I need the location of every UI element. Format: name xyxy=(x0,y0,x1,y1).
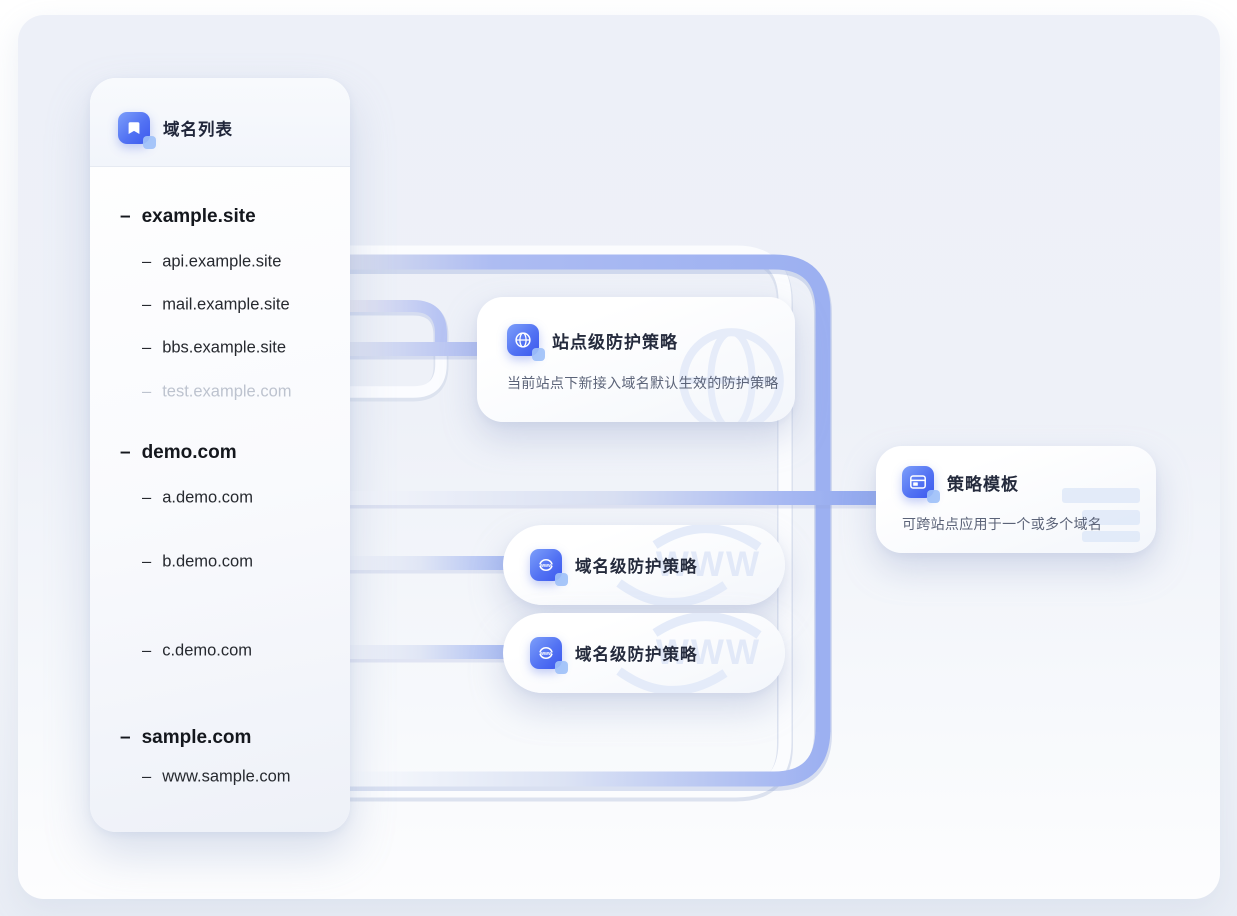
domain-policy-title: 域名级防护策略 xyxy=(575,646,698,664)
domain-item-api-example-site: –api.example.site xyxy=(142,253,281,272)
domain-label: demo.com xyxy=(141,442,237,463)
domain-group-sample-com: –sample.com xyxy=(120,727,251,749)
domain-group-example-site: –example.site xyxy=(120,206,256,228)
icon-corner-badge xyxy=(143,136,156,149)
domain-label: a.demo.com xyxy=(162,488,253,507)
tree-dash: – xyxy=(142,641,152,660)
tree-dash: – xyxy=(120,206,131,227)
tree-dash: – xyxy=(142,295,152,314)
main-loop-top-trunk xyxy=(345,254,831,732)
policy-template-card: 策略模板 可跨站点应用于一个或多个域名 xyxy=(876,446,1156,553)
domain-policy-card-2: WWW www 域名级防护策略 xyxy=(503,613,785,693)
domain-item-mail-example-site: –mail.example.site xyxy=(142,296,290,315)
tree-dash: – xyxy=(142,382,152,401)
icon-corner-badge xyxy=(532,348,545,361)
domain-group-demo-com: –demo.com xyxy=(120,442,237,464)
domain-item-bbs-example-site: –bbs.example.site xyxy=(142,339,286,358)
bookmark-icon xyxy=(118,112,156,149)
mail-line xyxy=(345,300,447,348)
tree-dash: – xyxy=(142,767,152,786)
tree-dash: – xyxy=(142,338,152,357)
domain-label: api.example.site xyxy=(162,252,282,271)
icon-corner-badge xyxy=(555,573,568,586)
policy-template-title: 策略模板 xyxy=(947,474,1019,494)
domain-label: b.demo.com xyxy=(162,552,253,571)
domain-list-header: 域名列表 xyxy=(90,78,350,167)
domain-policy-title: 域名级防护策略 xyxy=(575,558,698,576)
domain-item-b-demo-com: –b.demo.com xyxy=(142,553,253,572)
domain-label: test.example.com xyxy=(162,382,292,401)
domain-label: bbs.example.site xyxy=(162,338,287,357)
site-policy-title: 站点级防护策略 xyxy=(552,332,678,352)
test-line xyxy=(345,350,447,398)
domain-label: www.sample.com xyxy=(162,767,291,786)
www-icon-text: www xyxy=(539,563,553,569)
domain-label: sample.com xyxy=(141,727,252,748)
site-policy-subtitle: 当前站点下新接入域名默认生效的防护策略 xyxy=(507,375,779,391)
domain-item-www-sample-com: –www.sample.com xyxy=(142,768,291,787)
main-loop-bottom xyxy=(345,727,831,787)
tree-dash: – xyxy=(142,488,152,507)
site-policy-card: 站点级防护策略 当前站点下新接入域名默认生效的防护策略 xyxy=(477,297,795,422)
domain-item-c-demo-com: –c.demo.com xyxy=(142,642,252,661)
panel-title: 域名列表 xyxy=(163,121,233,139)
domain-label: mail.example.site xyxy=(162,295,290,314)
tree-dash: – xyxy=(142,552,152,571)
www-icon-text: www xyxy=(539,651,553,657)
domain-list-panel: 域名列表 –example.site –api.example.site –ma… xyxy=(90,78,350,832)
policy-template-subtitle: 可跨站点应用于一个或多个域名 xyxy=(902,516,1103,532)
domain-label: example.site xyxy=(141,206,256,227)
www-sync-icon: www xyxy=(530,549,568,586)
tree-dash: – xyxy=(120,442,131,463)
tree-dash: – xyxy=(120,727,131,748)
domain-label: c.demo.com xyxy=(162,641,253,660)
icon-corner-badge xyxy=(927,490,940,503)
browser-template-icon xyxy=(902,466,940,503)
tree-dash: – xyxy=(142,252,152,271)
domain-item-test-example-com: –test.example.com xyxy=(142,383,292,402)
www-sync-icon: www xyxy=(530,637,568,674)
globe-icon xyxy=(507,324,545,361)
domain-item-a-demo-com: –a.demo.com xyxy=(142,489,253,508)
domain-policy-card-1: WWW www 域名级防护策略 xyxy=(503,525,785,605)
icon-corner-badge xyxy=(555,661,568,674)
